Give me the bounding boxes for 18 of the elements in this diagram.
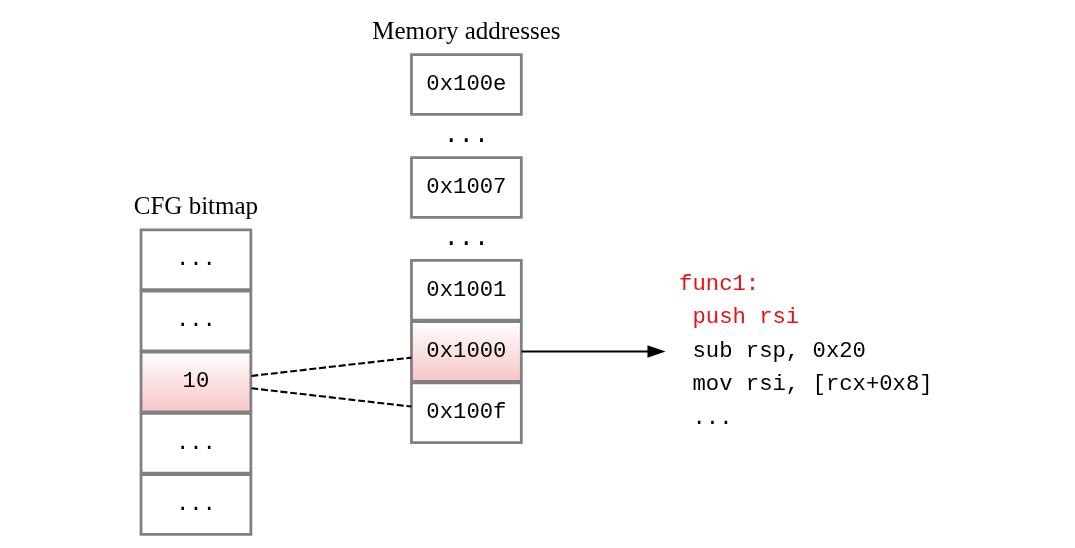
node-box: 0x1007 (409, 156, 523, 219)
node-box: ... (139, 412, 252, 475)
node-box: ... (139, 289, 252, 353)
label: Memory addresses (371, 17, 561, 45)
node-box: ... (139, 473, 252, 536)
node-box: 0x100f (409, 381, 523, 444)
arrow (521, 345, 666, 358)
node-box: 0x1001 (409, 259, 523, 322)
node-text: func1: push rsi sub rsp, 0x20 mov rsi, [rcx+0x8] ... (678, 271, 933, 431)
label: ... (443, 224, 489, 254)
connector (250, 387, 411, 408)
label: CFG bitmap (133, 192, 258, 220)
node-box: 10 (139, 350, 252, 414)
connector (250, 356, 411, 377)
node-box: 0x1000 (409, 320, 523, 383)
node-box: 0x100e (409, 53, 523, 116)
label: ... (443, 121, 489, 151)
node-box: ... (139, 228, 252, 292)
